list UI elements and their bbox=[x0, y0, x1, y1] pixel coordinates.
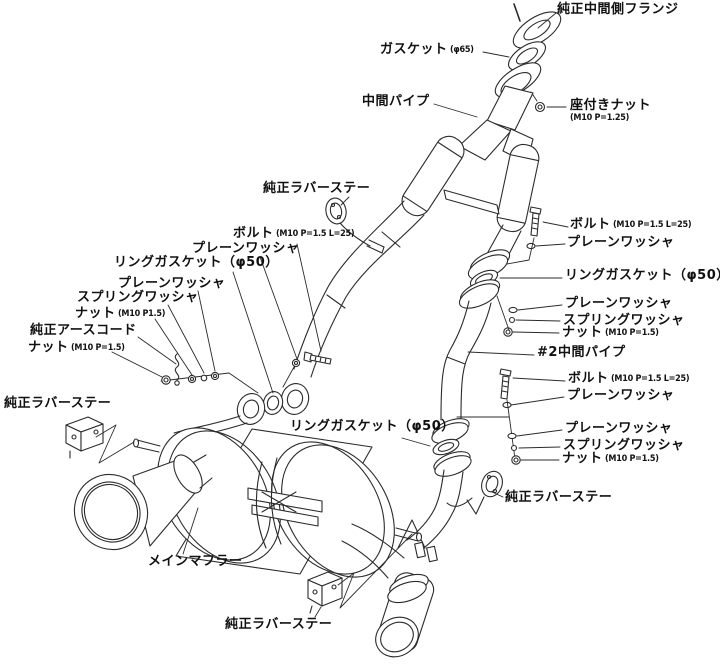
label-text: プレーンワッシャ bbox=[118, 276, 226, 291]
label-plain-washer-right-4: プレーンワッシャ bbox=[565, 422, 672, 436]
label-plain-washer-right-2: プレーンワッシャ bbox=[565, 297, 672, 311]
stock-flange-drawing bbox=[512, 3, 562, 49]
label-text: プレーンワッシャ bbox=[567, 388, 675, 403]
label-spec: (M10 P=1.5 L=25) bbox=[610, 374, 690, 384]
label-bolt-left: ボルト(M10 P=1.5 L=25) bbox=[233, 227, 363, 241]
label-spec: (φ65) bbox=[449, 45, 474, 55]
rubber-hanger-right bbox=[446, 470, 503, 515]
label-rubber-stay-right: 純正ラバーステー bbox=[505, 491, 612, 505]
label-spring-washer-left: スプリングワッシャ bbox=[77, 291, 199, 305]
label-text: スプリングワッシャ bbox=[77, 290, 199, 305]
label-text: リングガスケット（φ50） bbox=[114, 255, 279, 270]
label-plain-washer-right-3: プレーンワッシャ bbox=[567, 389, 674, 403]
label-ring-gasket-right: リングガスケット（φ50） bbox=[565, 269, 720, 283]
label-spec: (M10 P=1.5) bbox=[604, 454, 659, 464]
label-ring-gasket-rear: リングガスケット（φ50） bbox=[290, 420, 455, 434]
label-text: スプリングワッシャ bbox=[563, 313, 685, 328]
label-gasket-65: ガスケット(φ65) bbox=[380, 43, 476, 57]
label-rubber-stay-top: 純正ラバーステー bbox=[263, 182, 370, 196]
label-text: スプリングワッシャ bbox=[563, 438, 685, 453]
label-earth-cord: 純正アースコード bbox=[30, 324, 137, 338]
rubber-hanger-top bbox=[325, 197, 385, 254]
label-text: #2中間パイプ bbox=[537, 345, 626, 360]
label-stock-mid-flange: 純正中間側フランジ bbox=[557, 3, 679, 17]
label-text: プレーンワッシャ bbox=[192, 241, 300, 256]
label-spec: (M10 P=1.5) bbox=[70, 343, 125, 353]
label-spec: (M10 P=1.5 L=25) bbox=[275, 229, 355, 239]
label-text: ガスケット bbox=[380, 42, 448, 57]
label-bolt-right-2: ボルト(M10 P=1.5 L=25) bbox=[568, 372, 698, 386]
label-spec: (M10 P=1.5) bbox=[604, 328, 659, 338]
label-text: プレーンワッシャ bbox=[567, 235, 675, 250]
label-text: 純正ラバーステー bbox=[505, 490, 613, 505]
right-exhaust-tip bbox=[341, 523, 435, 658]
label-text: ボルト bbox=[233, 226, 274, 241]
label-text: ボルト bbox=[570, 217, 611, 232]
label-text: 純正ラバーステー bbox=[263, 181, 371, 196]
label-ring-gasket-left: リングガスケット（φ50） bbox=[114, 256, 279, 270]
right-flange-stack bbox=[458, 249, 511, 309]
label-text: 純正中間側フランジ bbox=[557, 2, 679, 17]
label-text: プレーンワッシャ bbox=[565, 296, 673, 311]
label-rubber-stay-bottom: 純正ラバーステー bbox=[225, 618, 332, 632]
label-no2-mid-pipe: #2中間パイプ bbox=[537, 346, 625, 360]
stay-bracket-upper-left bbox=[65, 416, 135, 464]
label-bolt-right-1: ボルト(M10 P=1.5 L=25) bbox=[570, 218, 700, 232]
leader-lines bbox=[111, 12, 569, 618]
label-spec: (M10 P1.5) bbox=[117, 309, 165, 319]
label-nut-left-1: ナット(M10 P1.5) bbox=[75, 307, 170, 321]
label-text: 純正ラバーステー bbox=[225, 617, 333, 632]
left-resonator bbox=[401, 135, 465, 217]
label-plain-washer-left-2: プレーンワッシャ bbox=[118, 277, 225, 291]
label-text: リングガスケット（φ50） bbox=[290, 419, 455, 434]
crossbar-brace bbox=[443, 189, 500, 215]
stay-bracket-bottom bbox=[307, 533, 413, 614]
label-plain-washer-right-1: プレーンワッシャ bbox=[567, 236, 674, 250]
label-text: プレーンワッシャ bbox=[565, 421, 673, 436]
label-spec: (M10 P=1.25) bbox=[570, 112, 630, 123]
muffler-inlet-flange bbox=[236, 383, 310, 425]
label-text: 純正ラバーステー bbox=[4, 396, 112, 411]
label-main-muffler: メインマフラー bbox=[148, 555, 243, 569]
label-nut-right-1: ナット(M10 P=1.5) bbox=[562, 326, 664, 340]
left-exhaust-tip bbox=[73, 454, 213, 551]
right-resonator bbox=[496, 143, 540, 233]
label-mid-pipe: 中間パイプ bbox=[362, 95, 430, 109]
label-text: ボルト bbox=[568, 371, 609, 386]
bolt-column-lower-right bbox=[456, 368, 521, 465]
label-nut-left-2: ナット(M10 P=1.5) bbox=[28, 341, 130, 355]
label-seat-nut: 座付きナット(M10 P=1.25) bbox=[570, 99, 651, 123]
mid-pipe-drawing bbox=[293, 85, 540, 378]
label-text: ナット bbox=[28, 340, 69, 355]
seat-nut-drawing bbox=[530, 91, 546, 113]
label-text: ナット bbox=[562, 451, 603, 466]
earth-cord-drawing bbox=[174, 353, 180, 386]
label-text: メインマフラー bbox=[148, 554, 243, 569]
label-text: ナット bbox=[562, 325, 603, 340]
label-spring-washer-right-2: スプリングワッシャ bbox=[563, 439, 685, 453]
label-text: 純正アースコード bbox=[30, 323, 137, 338]
label-text: ナット bbox=[75, 306, 116, 321]
label-text: 中間パイプ bbox=[362, 94, 430, 109]
label-text: リングガスケット（φ50） bbox=[565, 268, 720, 283]
label-spec: (M10 P=1.5 L=25) bbox=[612, 220, 692, 230]
label-text: 座付きナット bbox=[570, 98, 652, 113]
label-rubber-stay-left: 純正ラバーステー bbox=[4, 397, 111, 411]
bolt-column-upper-right bbox=[496, 206, 542, 337]
left-hardware-row bbox=[160, 351, 332, 394]
label-plain-washer-left-1: プレーンワッシャ bbox=[192, 242, 299, 256]
no2-mid-pipe-drawing bbox=[397, 300, 492, 563]
label-nut-right-2: ナット(M10 P=1.5) bbox=[562, 452, 664, 466]
label-spring-washer-right-1: スプリングワッシャ bbox=[563, 314, 685, 328]
